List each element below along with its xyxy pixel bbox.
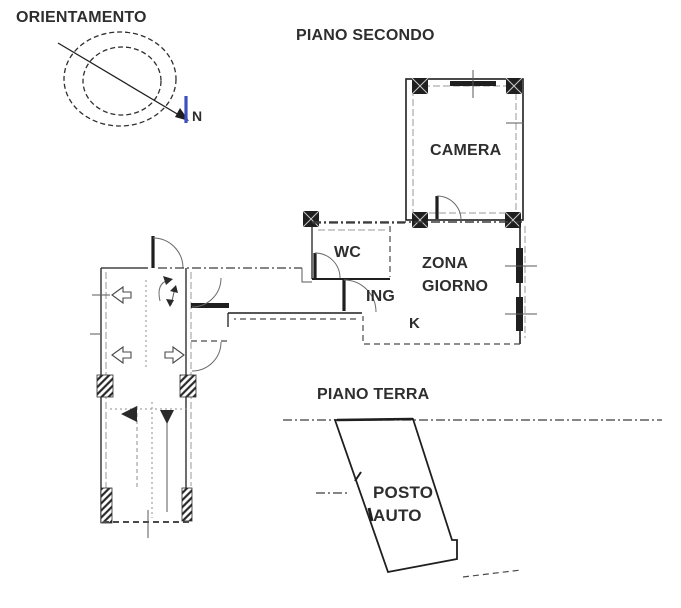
ground-floor-parking	[283, 417, 662, 578]
ramp-arrow-icon	[121, 406, 137, 422]
stairwell-wing	[90, 236, 312, 538]
pillar	[504, 211, 522, 229]
room-label-zona-giorno: ZONA GIORNO	[422, 252, 488, 298]
camera-door-swing	[436, 195, 462, 221]
pillar	[411, 211, 429, 229]
room-label-wc: WC	[334, 244, 362, 261]
stair-direction-arrow-right-icon	[164, 345, 185, 365]
landing-door-swing-lower	[191, 341, 222, 372]
hatched-wall	[100, 487, 113, 524]
zona-giorno-line1: ZONA	[422, 255, 469, 272]
room-label-kitchen: K	[409, 315, 421, 332]
room-camera	[405, 70, 524, 221]
boundary-dash	[462, 569, 522, 578]
ing-door-swing	[343, 279, 377, 313]
compass-rose	[57, 31, 189, 127]
north-label: N	[192, 108, 203, 124]
floor-second-title: PIANO SECONDO	[296, 27, 435, 44]
room-ing	[342, 279, 377, 313]
room-label-posto-auto: POSTO AUTO	[373, 481, 433, 527]
stair-direction-arrow-left-icon	[111, 285, 132, 305]
posto-auto-top-edge	[336, 417, 414, 422]
compass-inner-circle	[82, 46, 162, 116]
camera-outer-wall	[405, 78, 524, 221]
edge-tick	[367, 507, 374, 522]
stair-entry-door-swing	[152, 237, 184, 269]
wall-step	[301, 268, 312, 283]
stair-direction-arrow-left-icon	[111, 345, 132, 365]
wc-door-swing	[314, 252, 341, 279]
zona-bottom-boundary	[362, 316, 520, 345]
wall-stub	[191, 303, 229, 308]
hatched-wall	[181, 487, 193, 522]
compass-needle	[57, 42, 185, 119]
zona-giorno-line2: GIORNO	[422, 278, 489, 295]
stair-turn-arrowhead-icon	[163, 276, 173, 285]
hatched-pillar	[179, 374, 197, 398]
orientation-title: ORIENTAMENTO	[16, 9, 147, 26]
room-label-ing: ING	[366, 288, 396, 305]
pillar	[505, 77, 523, 95]
ramp-arrow-down-icon	[160, 410, 174, 424]
pillar	[411, 77, 429, 95]
room-zona-giorno	[227, 221, 537, 345]
compass-outer-circle	[63, 31, 177, 127]
pillar	[302, 210, 320, 228]
floor-ground-title: PIANO TERRA	[317, 386, 430, 403]
edge-tick	[354, 471, 362, 482]
hatched-pillar	[96, 374, 114, 398]
posto-auto-line2: AUTO	[373, 506, 422, 525]
room-label-camera: CAMERA	[430, 142, 502, 159]
arrowhead-icon	[166, 299, 174, 307]
posto-auto-line1: POSTO	[373, 483, 434, 502]
arrowhead-icon	[170, 285, 178, 293]
landing-door-swing-upper	[191, 277, 222, 308]
room-wc	[311, 222, 405, 280]
